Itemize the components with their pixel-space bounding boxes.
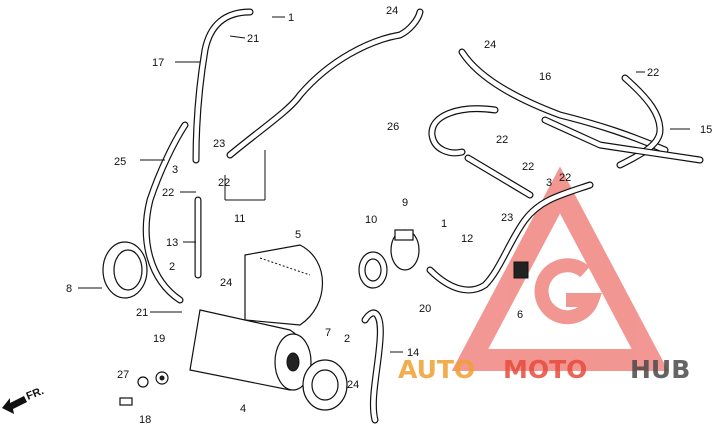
callout-1b: 1 <box>441 218 447 230</box>
part-19-nut <box>155 371 169 385</box>
callout-27: 27 <box>117 369 129 381</box>
callout-11: 11 <box>234 213 245 225</box>
part-8-bracket <box>102 241 148 299</box>
front-marker-label: FR. <box>25 385 46 403</box>
hose-16 <box>458 48 669 154</box>
part-18-bolt <box>119 397 133 406</box>
callout-24b: 24 <box>484 39 496 51</box>
callout-14: 14 <box>407 347 419 359</box>
callout-24d: 24 <box>347 379 359 391</box>
watermark-g-icon <box>534 258 602 325</box>
callout-9: 9 <box>402 197 408 209</box>
callout-13: 13 <box>166 237 178 249</box>
callout-10: 10 <box>365 214 377 226</box>
watermark-moto: MOTO <box>503 355 587 384</box>
callout-22e: 22 <box>559 172 571 184</box>
callout-19: 19 <box>153 333 165 345</box>
callout-3a: 3 <box>172 164 178 176</box>
callout-21b: 21 <box>136 307 148 319</box>
callout-26: 26 <box>387 121 399 133</box>
callout-22b: 22 <box>218 177 230 189</box>
callout-6: 6 <box>517 309 523 321</box>
front-arrow: FR. <box>2 385 46 414</box>
part-7-cap <box>302 359 348 411</box>
part-5-canister-cover <box>244 244 323 326</box>
front-arrow-icon <box>2 396 27 414</box>
callout-17: 17 <box>152 57 164 69</box>
part-4-canister <box>189 309 312 391</box>
callout-4: 4 <box>240 403 246 415</box>
callout-22f: 22 <box>647 67 659 79</box>
part-9-valve <box>390 229 420 271</box>
callout-22d: 22 <box>522 161 534 173</box>
callout-2a: 2 <box>169 261 175 273</box>
hose-group <box>142 8 704 424</box>
callout-5: 5 <box>295 229 301 241</box>
callout-12: 12 <box>461 233 473 245</box>
callout-24c: 24 <box>220 277 232 289</box>
part-10-clamp <box>358 251 388 289</box>
callout-labels: 1 1 2 2 3 3 4 5 6 7 8 9 10 11 12 13 14 1… <box>66 5 712 426</box>
callout-20: 20 <box>419 303 431 315</box>
callout-23a: 23 <box>213 138 225 150</box>
callout-2b: 2 <box>344 333 350 345</box>
callout-21a: 21 <box>247 33 259 45</box>
callout-22a: 22 <box>162 187 174 199</box>
callout-3b: 3 <box>546 177 552 189</box>
callout-1a: 1 <box>288 12 294 24</box>
callout-8: 8 <box>66 283 72 295</box>
callout-23b: 23 <box>501 212 513 224</box>
watermark-hub: HUB <box>630 355 690 384</box>
part-6-joint <box>513 261 529 279</box>
callout-16: 16 <box>539 71 551 83</box>
callout-18: 18 <box>139 414 151 426</box>
leader-lines <box>78 16 690 353</box>
hose-15b <box>541 116 704 164</box>
callout-15: 15 <box>700 124 712 136</box>
callout-24a: 24 <box>386 5 398 17</box>
callout-7: 7 <box>325 327 331 339</box>
hose-25 <box>142 121 189 304</box>
watermark-auto: AUTO <box>398 355 475 384</box>
part-27-washer <box>137 376 149 388</box>
watermark-text: AUTO MOTO HUB <box>398 355 690 384</box>
callout-22c: 22 <box>496 134 508 146</box>
callout-25: 25 <box>114 156 126 168</box>
